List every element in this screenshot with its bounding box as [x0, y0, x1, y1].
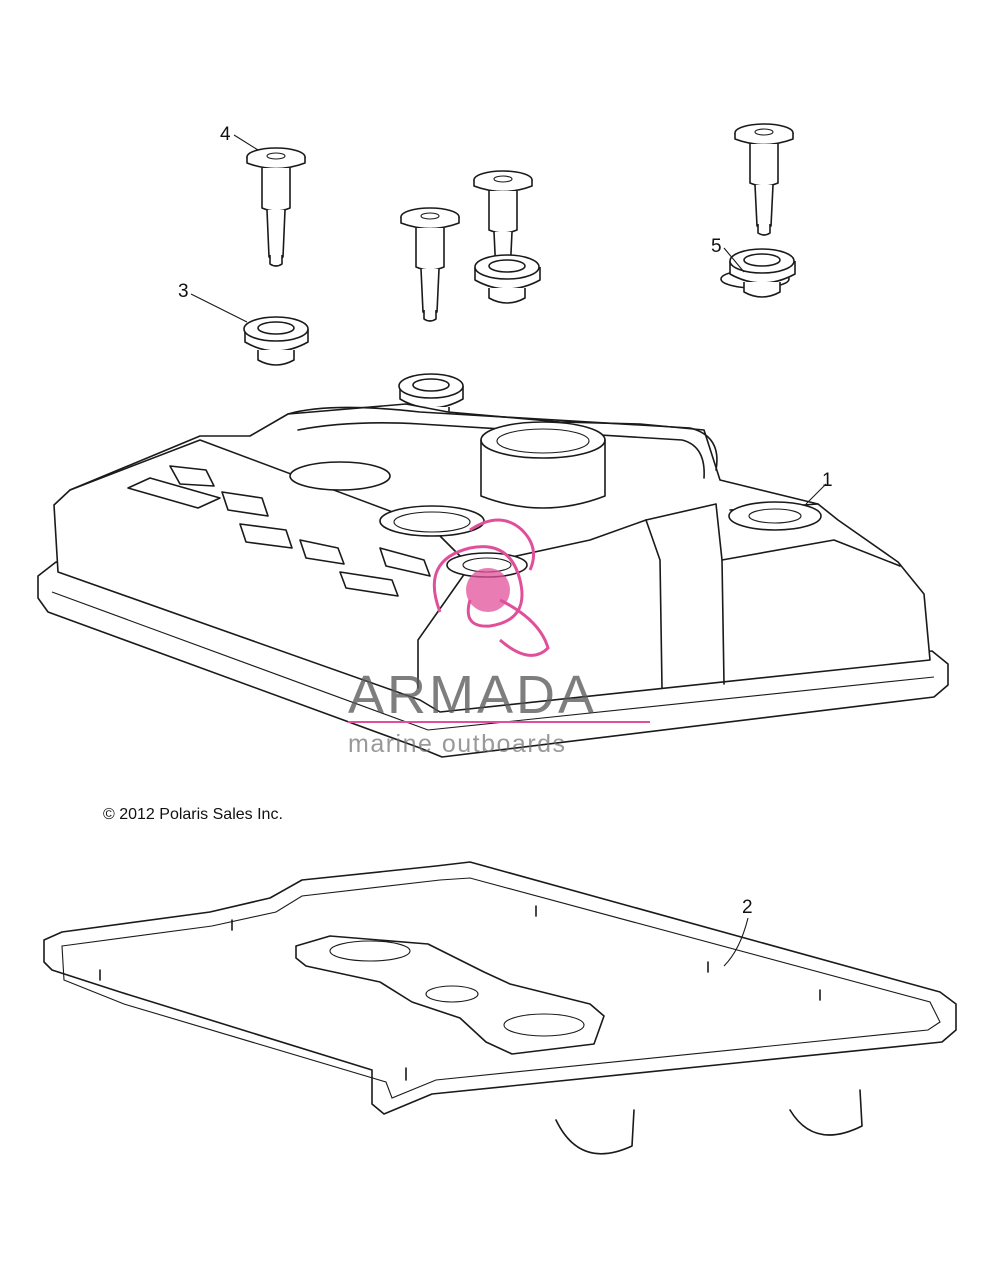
- leader-lines: [190, 134, 827, 967]
- grommet-part-3-left: [243, 316, 309, 366]
- armada-logo-mark: [348, 518, 650, 723]
- valve-cover-part-1: [37, 403, 949, 758]
- bolt-part-4-right: [734, 123, 794, 236]
- callout-4: 4: [220, 124, 231, 145]
- cover-emboss-lettering: [127, 465, 431, 597]
- gasket-part-2: [43, 861, 957, 1155]
- bolt-part-4-center: [400, 207, 460, 322]
- watermark-brand: ARMADA: [348, 665, 598, 725]
- grommet-part-3-right: [729, 248, 796, 298]
- watermark-tagline: marine outboards: [348, 730, 567, 758]
- copyright-notice: © 2012 Polaris Sales Inc.: [103, 806, 283, 823]
- callout-1: 1: [822, 470, 833, 491]
- logo-swirl: [432, 545, 524, 628]
- callout-2: 2: [742, 897, 753, 918]
- bolt-part-4-left: [246, 147, 306, 267]
- grommet-part-3-center: [474, 254, 541, 304]
- callout-5: 5: [711, 236, 722, 257]
- callout-3: 3: [178, 281, 189, 302]
